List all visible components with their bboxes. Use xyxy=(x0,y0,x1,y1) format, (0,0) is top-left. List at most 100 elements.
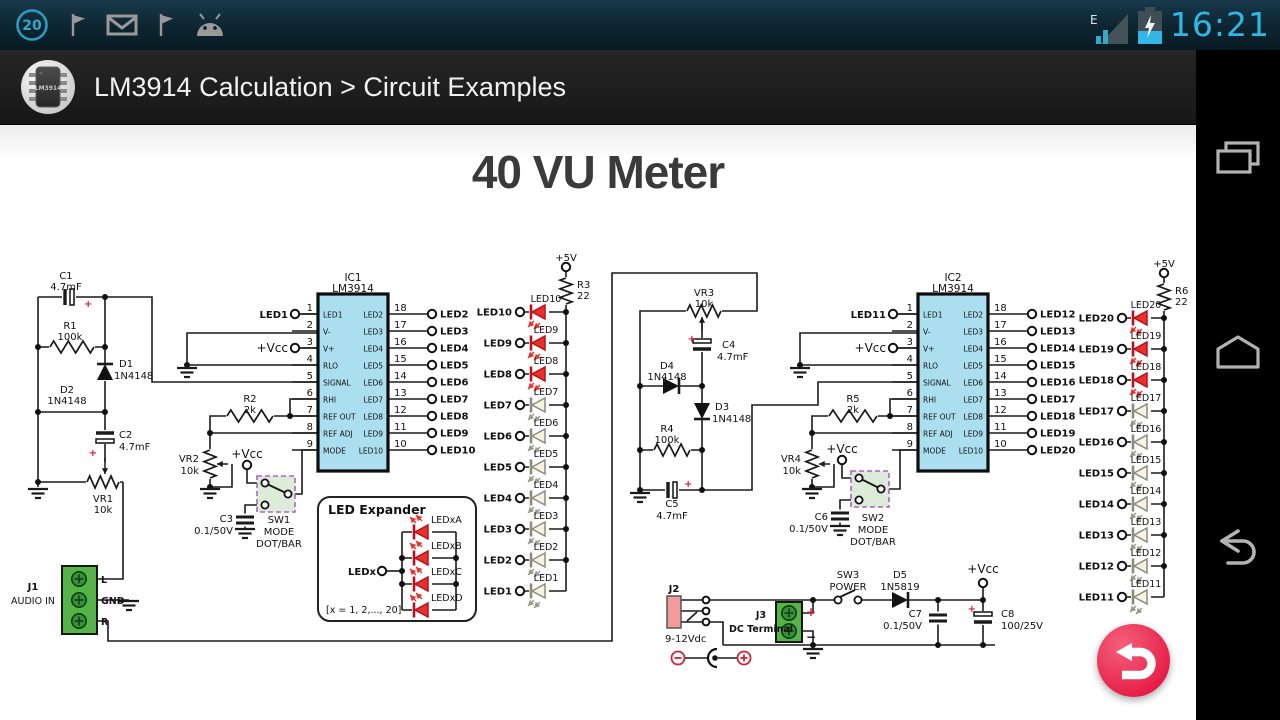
svg-text:LED2: LED2 xyxy=(364,311,384,320)
svg-text:LED17: LED17 xyxy=(1040,395,1075,406)
svg-text:MODE: MODE xyxy=(323,447,346,456)
svg-text:MODE: MODE xyxy=(858,525,889,536)
svg-text:1N4148: 1N4148 xyxy=(114,371,153,382)
svg-text:LED8: LED8 xyxy=(484,370,513,381)
battery-charging-icon xyxy=(1137,7,1162,44)
svg-text:+5V: +5V xyxy=(555,253,577,264)
svg-text:REF OUT: REF OUT xyxy=(323,413,356,422)
svg-text:LED9: LED9 xyxy=(964,430,984,439)
svg-text:SW1: SW1 xyxy=(268,515,291,526)
app-title: LM3914 Calculation > Circuit Examples xyxy=(94,71,566,102)
svg-text:LED20: LED20 xyxy=(1040,446,1075,457)
svg-text:V-: V- xyxy=(323,328,331,337)
svg-text:AUDIO IN: AUDIO IN xyxy=(11,596,55,607)
svg-text:1: 1 xyxy=(907,303,913,314)
svg-text:17: 17 xyxy=(394,320,407,331)
svg-text:LED1: LED1 xyxy=(260,310,289,321)
svg-text:DC Terminal: DC Terminal xyxy=(729,624,793,635)
navigation-bar xyxy=(1196,50,1280,720)
svg-text:J1: J1 xyxy=(27,582,39,593)
svg-text:C1: C1 xyxy=(59,271,72,282)
svg-text:5: 5 xyxy=(307,371,313,382)
svg-text:5: 5 xyxy=(907,371,913,382)
svg-text:3: 3 xyxy=(907,337,913,348)
svg-text:LED7: LED7 xyxy=(484,401,513,412)
svg-text:LED9: LED9 xyxy=(440,429,469,440)
svg-text:LED6: LED6 xyxy=(534,418,559,429)
svg-text:1N4148: 1N4148 xyxy=(47,396,86,407)
svg-text:18: 18 xyxy=(994,303,1007,314)
svg-text:LED5: LED5 xyxy=(440,361,469,372)
svg-text:LED3: LED3 xyxy=(484,525,513,536)
svg-text:LED13: LED13 xyxy=(1131,517,1162,528)
svg-text:9: 9 xyxy=(907,439,913,450)
svg-text:+: + xyxy=(84,299,92,310)
svg-text:D3: D3 xyxy=(715,402,729,413)
flag-notification-icon xyxy=(159,14,173,36)
svg-text:C8: C8 xyxy=(1001,609,1014,620)
svg-text:6: 6 xyxy=(907,388,913,399)
svg-text:C6: C6 xyxy=(815,512,828,523)
svg-text:22: 22 xyxy=(1175,297,1188,308)
home-button[interactable] xyxy=(1196,333,1280,371)
svg-text:LED20: LED20 xyxy=(1079,314,1114,325)
svg-text:0.1/50V: 0.1/50V xyxy=(883,621,922,632)
svg-text:LED19: LED19 xyxy=(1131,331,1162,342)
svg-text:LED7: LED7 xyxy=(364,396,384,405)
return-arrow-icon xyxy=(1115,642,1156,679)
svg-text:LED18: LED18 xyxy=(1040,412,1075,423)
svg-text:REF ADJ: REF ADJ xyxy=(323,430,353,439)
status-notifications: 20 xyxy=(0,7,226,43)
gmail-notification-icon xyxy=(106,14,138,36)
return-fab[interactable] xyxy=(1097,624,1170,697)
back-button[interactable] xyxy=(1196,528,1280,572)
svg-text:16: 16 xyxy=(994,337,1007,348)
svg-text:2: 2 xyxy=(307,320,313,331)
svg-text:V+: V+ xyxy=(923,345,934,354)
svg-text:9: 9 xyxy=(307,439,313,450)
svg-text:LED9: LED9 xyxy=(364,430,384,439)
svg-text:LED6: LED6 xyxy=(440,378,469,389)
svg-text:10: 10 xyxy=(394,439,407,450)
svg-text:REF ADJ: REF ADJ xyxy=(923,430,953,439)
flag-notification-icon xyxy=(71,14,85,36)
svg-text:R5: R5 xyxy=(846,394,859,405)
svg-text:1N5819: 1N5819 xyxy=(880,582,919,593)
svg-text:LED8: LED8 xyxy=(440,412,469,423)
svg-text:C3: C3 xyxy=(220,514,233,525)
svg-text:LED5: LED5 xyxy=(364,362,384,371)
app-icon: LM3914 xyxy=(21,60,75,114)
svg-text:20: 20 xyxy=(22,18,42,34)
svg-text:C5: C5 xyxy=(665,499,678,510)
svg-text:LED10: LED10 xyxy=(477,308,512,319)
svg-text:LEDxB: LEDxB xyxy=(431,541,462,552)
status-bar[interactable]: 20 E xyxy=(0,0,1280,50)
svg-text:RHI: RHI xyxy=(323,396,336,405)
svg-text:2: 2 xyxy=(907,320,913,331)
svg-text:4.7mF: 4.7mF xyxy=(119,442,151,453)
svg-text:SIGNAL: SIGNAL xyxy=(923,379,952,388)
svg-text:LED7: LED7 xyxy=(440,395,469,406)
svg-text:LED8: LED8 xyxy=(534,356,559,367)
svg-text:+: + xyxy=(806,605,816,619)
svg-text:D1: D1 xyxy=(119,359,133,370)
svg-text:LED6: LED6 xyxy=(364,379,384,388)
svg-text:11: 11 xyxy=(994,422,1007,433)
svg-text:LED8: LED8 xyxy=(364,413,384,422)
svg-text:LED2: LED2 xyxy=(964,311,984,320)
svg-text:LED11: LED11 xyxy=(851,310,886,321)
svg-text:LED17: LED17 xyxy=(1131,393,1162,404)
svg-text:0.1/50V: 0.1/50V xyxy=(194,526,233,537)
svg-text:14: 14 xyxy=(394,371,407,382)
notification-count-badge-icon: 20 xyxy=(16,9,48,41)
svg-text:LED17: LED17 xyxy=(1079,407,1114,418)
svg-text:11: 11 xyxy=(394,422,407,433)
home-icon xyxy=(1216,335,1260,369)
svg-text:REF OUT: REF OUT xyxy=(923,413,956,422)
svg-text:16: 16 xyxy=(394,337,407,348)
svg-text:VR2: VR2 xyxy=(179,454,199,465)
svg-text:LEDxC: LEDxC xyxy=(431,567,462,578)
recent-apps-button[interactable] xyxy=(1196,140,1280,178)
svg-text:LED14: LED14 xyxy=(1040,344,1075,355)
